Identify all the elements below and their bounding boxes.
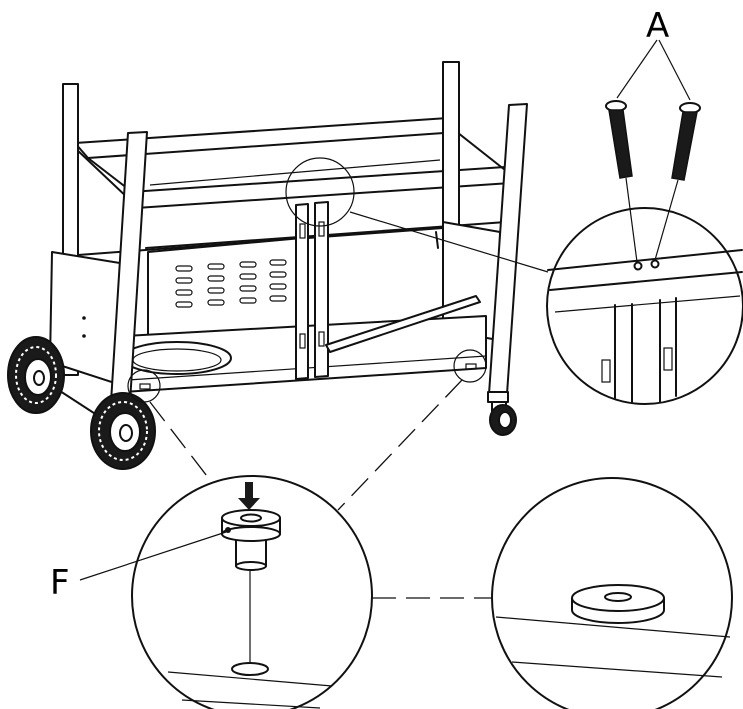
detail-view-foot-installed (491, 477, 733, 709)
rear-wheel (7, 336, 65, 414)
side-panel-hole (82, 334, 86, 338)
detail-marker-top (285, 157, 355, 227)
arrow-head (238, 498, 260, 510)
vent-slot (239, 297, 257, 304)
vent-slot (175, 265, 193, 272)
wheels (7, 336, 517, 470)
screw-hole (633, 261, 643, 271)
caster-wheel (487, 391, 517, 436)
screw-guide-line (625, 177, 638, 263)
detail-view-foot-insert: F (50, 475, 373, 709)
label-f: F (50, 563, 70, 603)
front-wheel (90, 392, 156, 470)
vent-slot (207, 263, 225, 270)
shelf-edge (511, 661, 723, 678)
detail-circle-foot-insert (131, 475, 373, 709)
foot-insert-pin (225, 527, 231, 533)
foot-hole-right (465, 363, 477, 370)
vent-slot (207, 275, 225, 282)
detail-marker-left-foot (127, 369, 161, 403)
caster-mount (487, 391, 509, 403)
shelf-edge (167, 671, 333, 687)
brace-mount (435, 231, 439, 249)
screw-guide-line (654, 179, 679, 261)
bottom-shelf-round-opening (122, 341, 232, 375)
screw-icon (605, 100, 633, 179)
post-slot (318, 331, 325, 347)
vent-slot (175, 277, 193, 284)
rail-top-edge (547, 249, 743, 271)
side-panel-hole (82, 316, 86, 320)
shelf-hole (231, 662, 269, 676)
screw-icon (671, 102, 701, 181)
screw-shank (608, 109, 633, 179)
rear-wheel-tread (15, 346, 57, 404)
front-wheel-center (119, 424, 133, 442)
detail-circle-screws (546, 207, 743, 405)
post-slot (318, 221, 325, 237)
vent-slot (239, 273, 257, 280)
screws-a: A (605, 6, 701, 263)
rear-wheel-center (33, 370, 45, 386)
shelf-edge (495, 616, 731, 638)
vent-slot (269, 283, 287, 290)
label-a-pointer (616, 39, 658, 99)
top-frame-rail-left-edge (74, 147, 131, 201)
leader-line-top (349, 211, 549, 273)
vent-slot (207, 299, 225, 306)
center-post-right (314, 201, 329, 378)
vent-slot (269, 295, 287, 302)
post-slot-detail (663, 347, 673, 371)
foot-insert-hole (240, 513, 262, 523)
diagonal-brace (325, 295, 481, 353)
label-f-pointer (79, 531, 227, 581)
vent-slot (175, 301, 193, 308)
top-frame-inner-line (149, 159, 441, 186)
detail-view-screws (546, 207, 743, 405)
shelf-edge (181, 699, 321, 709)
vent-slot (175, 289, 193, 296)
vent-slot (269, 259, 287, 266)
vent-slot (207, 287, 225, 294)
label-a: A (646, 6, 669, 46)
screw-shank (671, 111, 698, 181)
rail-bottom-edge (549, 271, 743, 291)
post-slot-detail (601, 359, 611, 383)
vent-slots (175, 259, 287, 308)
vent-slot (269, 271, 287, 278)
center-post-left (295, 203, 309, 380)
foot-hole-left (139, 383, 151, 390)
screw-hole (650, 259, 660, 269)
leader-line-left-foot (149, 401, 211, 481)
foot-insert-stem-end (235, 561, 267, 571)
installed-foot-hole (604, 592, 632, 602)
detail-marker-right-foot (453, 349, 487, 383)
leader-line-right-foot (337, 379, 463, 511)
label-a-pointer (658, 39, 691, 101)
post-slot (299, 223, 306, 239)
down-arrow-icon (238, 482, 260, 510)
caster-hub (498, 411, 512, 429)
post-slot (299, 333, 306, 349)
arrow-shaft (245, 482, 253, 500)
rail-lower-edge (554, 295, 741, 313)
cart-frame (49, 61, 528, 403)
vent-slot (239, 285, 257, 292)
front-wheel-tread (98, 401, 148, 461)
vent-slot (239, 261, 257, 268)
